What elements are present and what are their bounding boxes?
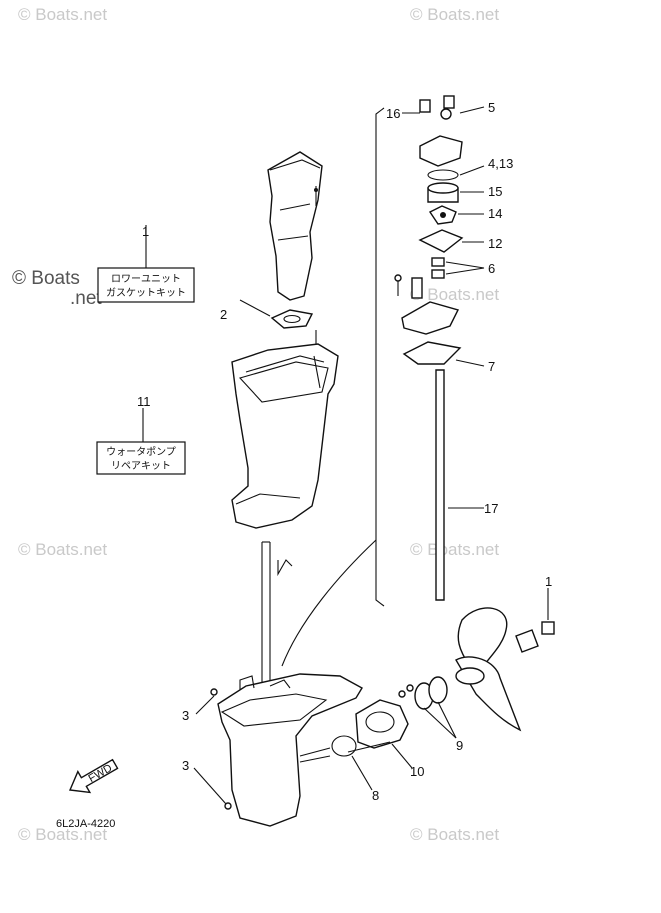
- gasket-part: [270, 309, 317, 346]
- callout-number: 16: [386, 106, 400, 121]
- impeller-part: [428, 205, 484, 225]
- propshaft-housing-part: [347, 699, 409, 753]
- pump-gasket-part: [402, 341, 485, 367]
- kit-label-line1: ロワーユニット: [111, 274, 181, 285]
- fwd-label: FWD: [87, 762, 115, 785]
- watermark-text: © Boats.net: [410, 5, 499, 24]
- watermark-text: © Boats.net: [18, 825, 107, 844]
- kit-label-lower-unit-gasket: ロワーユニット ガスケットキット: [97, 225, 195, 303]
- callout-number: 1: [545, 574, 552, 589]
- kit-label-line1: ウォータポンプ: [106, 446, 176, 458]
- lower-unit-part: [210, 673, 363, 827]
- callout-number: 12: [488, 236, 502, 251]
- callout-number: 11: [137, 394, 151, 409]
- upper-casing-part: [231, 343, 339, 529]
- callout-number: 3: [182, 708, 189, 723]
- group-bracket: [375, 107, 385, 607]
- callout-number: 15: [488, 184, 502, 199]
- watermark-text-large-suffix: .net: [70, 288, 102, 309]
- callout-number: 8: [372, 788, 379, 803]
- watermarks: © Boats.net © Boats.net © Boats.net © Bo…: [12, 5, 499, 844]
- pump-base-part: [394, 274, 460, 335]
- pump-housing-part: [402, 95, 485, 167]
- callout-number: 1: [142, 224, 149, 239]
- callout-number: 14: [488, 206, 502, 221]
- callout-number: 4,13: [488, 156, 513, 171]
- insert-cartridge-part: [427, 182, 484, 203]
- fwd-arrow-icon: FWD: [68, 758, 119, 794]
- o-ring-part: [427, 165, 485, 181]
- watermark-text: © Boats.net: [18, 540, 107, 559]
- diagram-code: 6L2JA-4220: [56, 818, 115, 830]
- seal-part: [431, 257, 485, 279]
- exhaust-tube-part: [267, 151, 323, 301]
- watermark-text: © Boats.net: [410, 825, 499, 844]
- callout-number: 6: [488, 261, 495, 276]
- callout-number: 7: [488, 359, 495, 374]
- callout-number: 5: [488, 100, 495, 115]
- drive-shaft-part: [435, 369, 484, 601]
- kit-label-water-pump-repair: ウォータポンプ リペアキット: [96, 408, 186, 475]
- watermark-text: © Boats.net: [410, 540, 499, 559]
- watermark-text-large: © Boats: [12, 268, 80, 289]
- callout-number: 2: [220, 307, 227, 322]
- watermark-text: © Boats.net: [18, 5, 107, 24]
- thrust-washer-part: [398, 676, 448, 710]
- callout-number: 10: [410, 764, 424, 779]
- o-ring-large-part: [331, 735, 357, 757]
- propeller-part: [455, 588, 555, 732]
- water-pipe-part: [261, 541, 293, 686]
- callout-number: 3: [182, 758, 189, 773]
- connector-arrow: [281, 539, 377, 667]
- leader-lines: [193, 299, 457, 805]
- kit-label-line2: ガスケットキット: [106, 287, 186, 299]
- kit-label-line2: リペアキット: [111, 461, 171, 472]
- outer-plate-part: [418, 229, 484, 253]
- callouts: 16 5 4,13 15 14 12 6 2 7 17 1 11 3 3 9 1…: [137, 100, 552, 803]
- callout-number: 9: [456, 738, 463, 753]
- watermark-text: © Boats.net: [410, 285, 499, 304]
- callout-number: 17: [484, 501, 498, 516]
